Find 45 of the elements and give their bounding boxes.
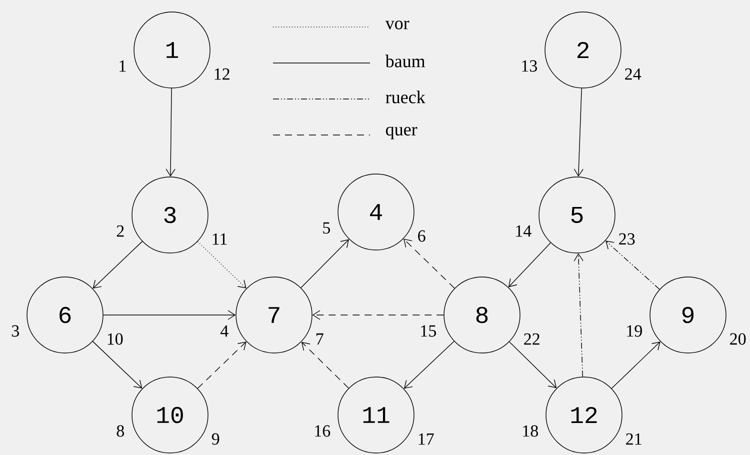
time-label: 17 <box>418 433 434 445</box>
legend-label: rueck <box>386 90 426 104</box>
time-label: 12 <box>214 68 230 80</box>
time-label: 19 <box>627 325 642 337</box>
legend-label: vor <box>385 20 410 30</box>
time-label: 18 <box>523 425 538 437</box>
legend-label: baum <box>385 54 426 68</box>
arrow <box>301 342 349 388</box>
time-label: 7 <box>316 333 324 345</box>
time-label: 2 <box>116 225 124 237</box>
arrow <box>92 241 143 289</box>
arrow <box>300 239 350 288</box>
arrow <box>404 238 455 289</box>
time-label: 21 <box>626 433 642 445</box>
time-label: 8 <box>116 425 124 437</box>
time-label: 3 <box>12 325 19 337</box>
arrow <box>197 342 246 389</box>
time-label: 20 <box>730 333 746 345</box>
arrow <box>197 241 246 288</box>
time-label: 22 <box>524 333 540 345</box>
arrow <box>166 88 176 177</box>
time-label: 23 <box>619 233 635 245</box>
time-label: 15 <box>421 325 436 337</box>
time-label: 24 <box>625 68 642 80</box>
arrow <box>508 242 551 288</box>
arrow <box>103 310 236 320</box>
time-label: 14 <box>516 225 532 237</box>
time-label: 4 <box>220 325 228 337</box>
time-label: 11 <box>212 233 227 245</box>
time-label: 6 <box>418 230 426 242</box>
time-label: 13 <box>522 60 537 72</box>
time-label: 16 <box>315 425 330 437</box>
arrow <box>574 88 584 177</box>
time-label: 5 <box>323 222 330 234</box>
time-label: 1 <box>120 60 126 72</box>
arrow <box>312 310 444 320</box>
time-label: 10 <box>108 333 123 345</box>
arrow <box>509 341 557 388</box>
legend-label: quer <box>386 126 418 140</box>
arrow <box>611 342 660 389</box>
arrow <box>605 240 660 290</box>
arrow <box>404 340 454 389</box>
arrow <box>574 253 584 378</box>
arrow <box>92 341 142 389</box>
time-label: 9 <box>212 433 220 445</box>
